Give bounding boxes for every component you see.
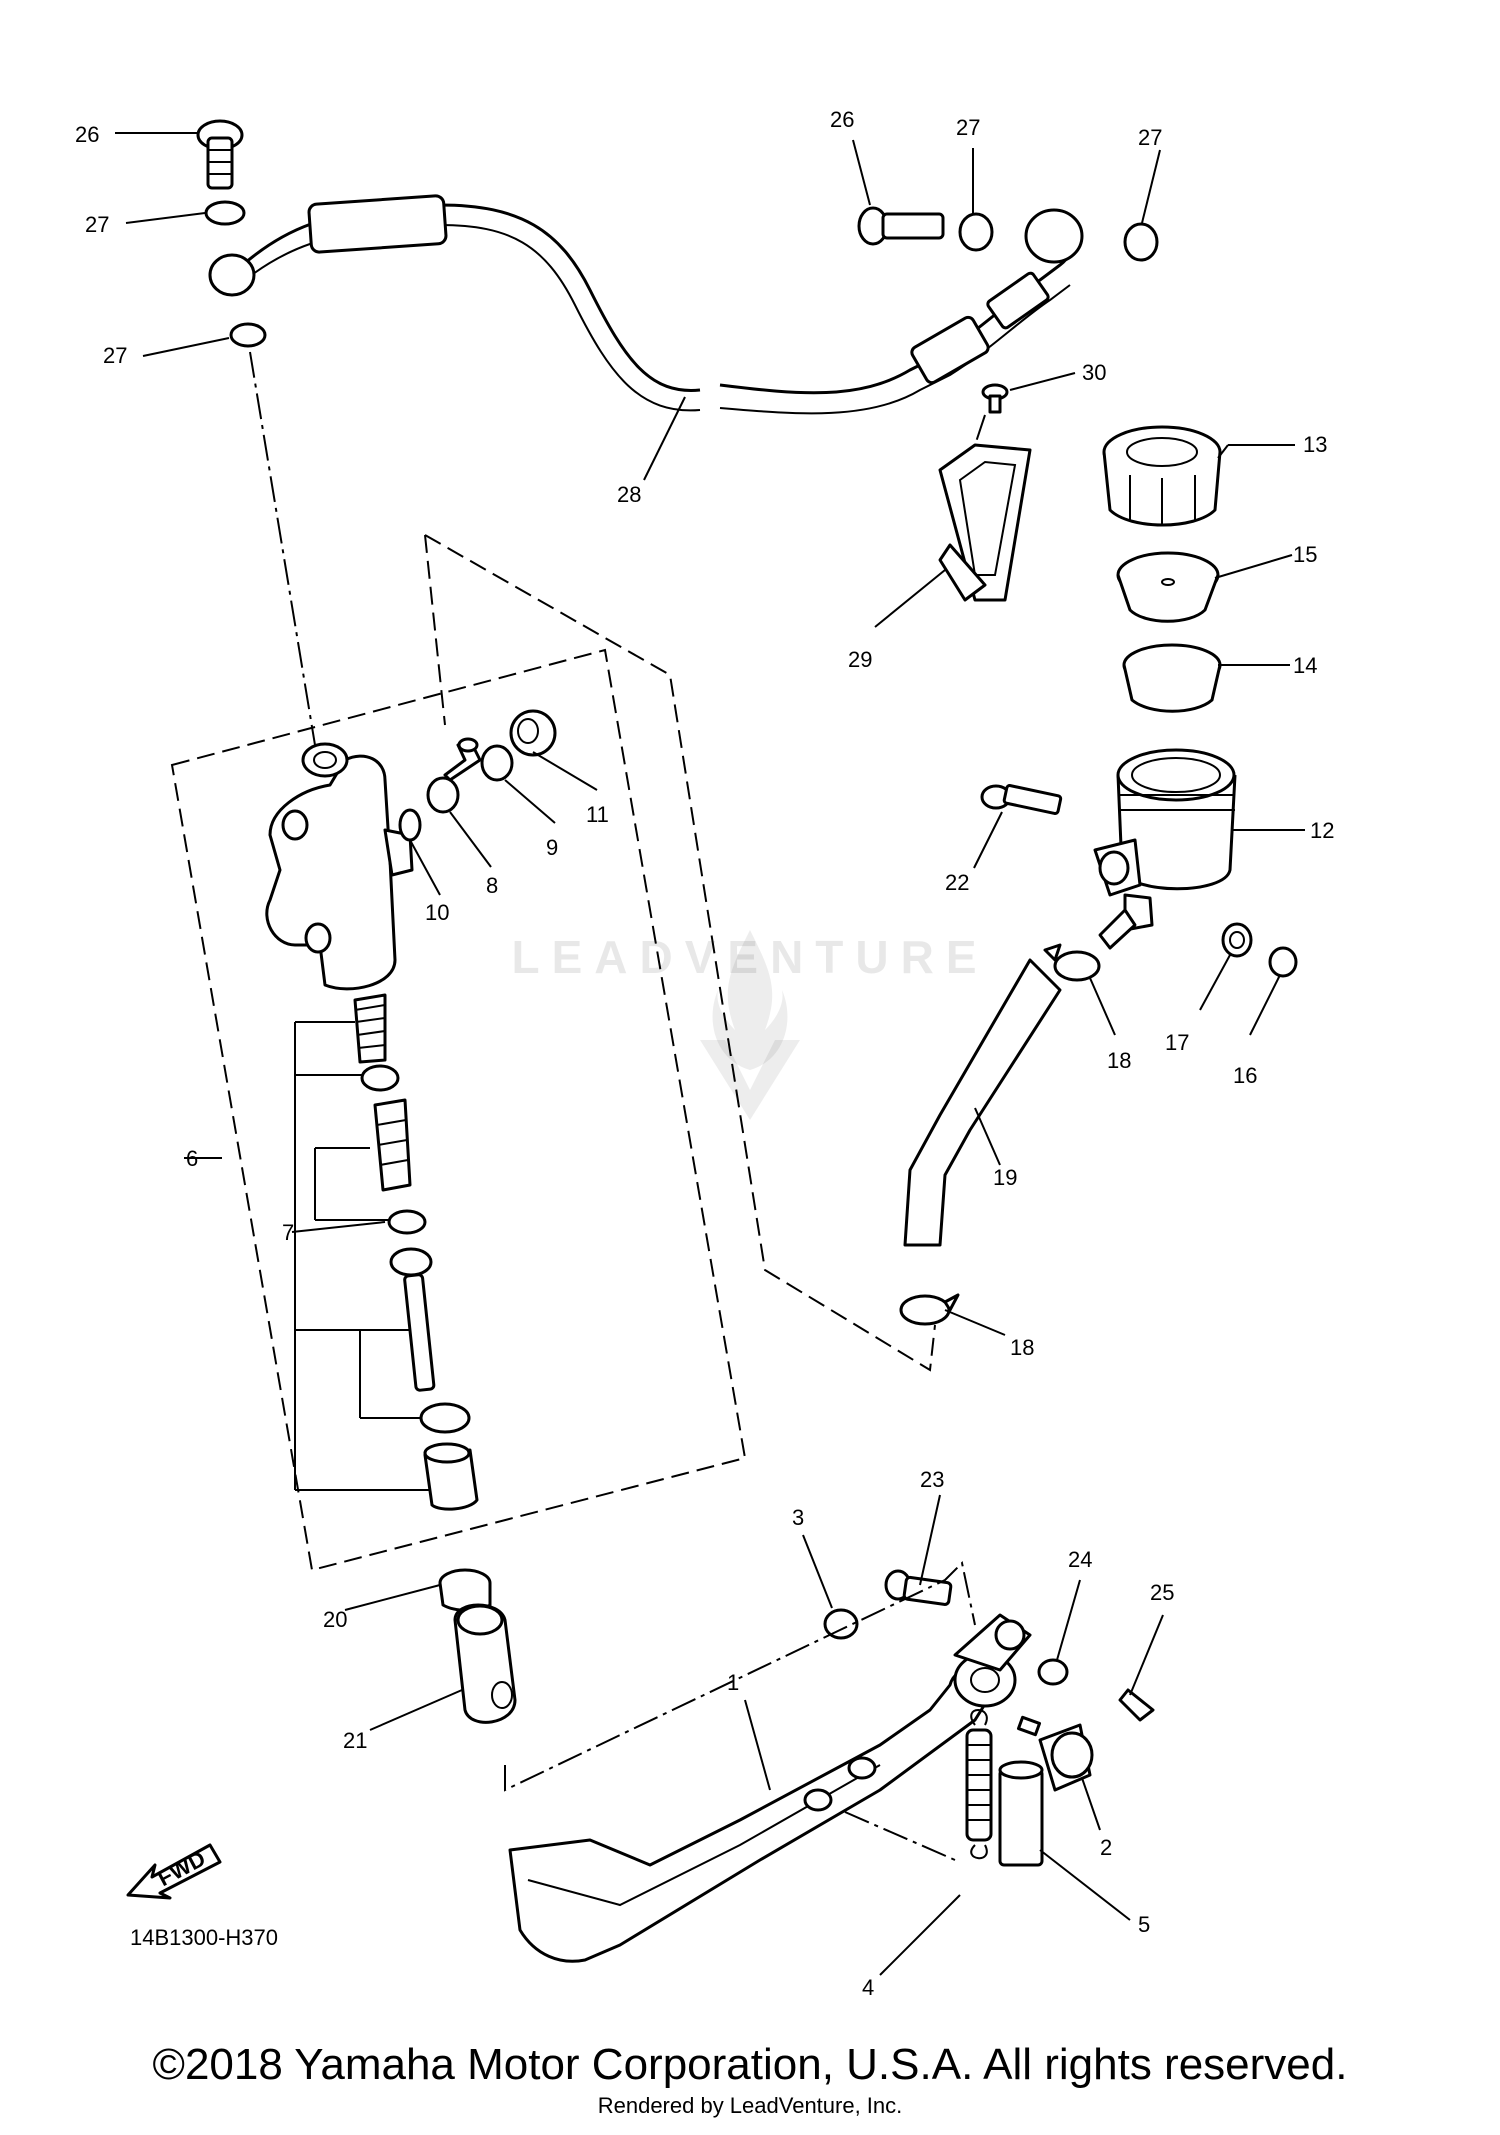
callout-7: 7 [282, 1220, 294, 1245]
callout-9: 9 [546, 835, 558, 860]
callout-17: 17 [1165, 1030, 1189, 1055]
callout-27-mid: 27 [956, 115, 980, 140]
reservoir-link-line-2 [424, 534, 446, 726]
washer-27b [229, 322, 267, 348]
cotter-pin-25 [1118, 1688, 1155, 1722]
callout-24: 24 [1068, 1547, 1092, 1572]
fwd-label: FWD [154, 1846, 210, 1892]
callout-27-upper-left: 27 [85, 212, 109, 237]
callout-1: 1 [727, 1670, 739, 1695]
banjo-fitting-right [1024, 208, 1084, 264]
callout-20: 20 [323, 1607, 347, 1632]
callout-18-upper: 18 [1107, 1048, 1131, 1073]
callout-22: 22 [945, 870, 969, 895]
callout-15: 15 [1293, 542, 1317, 567]
cap-16 [1268, 946, 1298, 978]
callout-13: 13 [1303, 432, 1327, 457]
pin-23 [884, 1569, 953, 1606]
reservoir-plate [1116, 551, 1220, 623]
pedal-link-line [504, 1560, 976, 1792]
washer-27c [958, 212, 994, 252]
callout-2: 2 [1100, 1835, 1112, 1860]
washer-27a [204, 200, 246, 226]
reservoir-hose [903, 958, 1062, 1247]
callout-6: 6 [186, 1146, 198, 1171]
hose-clip-18-lower [899, 1293, 960, 1326]
piston-kit [294, 993, 479, 1511]
shaft-2 [1016, 1715, 1094, 1792]
callout-8: 8 [486, 873, 498, 898]
spring-link-line [844, 1811, 956, 1861]
callout-28: 28 [617, 482, 641, 507]
banjo-bolt-top-left [196, 119, 244, 190]
callout-11: 11 [586, 802, 609, 827]
callout-4: 4 [862, 1975, 874, 2000]
grommet-17 [1221, 922, 1253, 958]
callout-16: 16 [1233, 1063, 1257, 1088]
reservoir-cap [1102, 425, 1222, 527]
callout-27-right: 27 [1138, 125, 1162, 150]
brake-hose [244, 194, 1073, 415]
callout-14: 14 [1293, 653, 1317, 678]
callout-10: 10 [425, 900, 449, 925]
rendered-by-notice: Rendered by LeadVenture, Inc. [597, 2093, 903, 2118]
callout-18-lower: 18 [1010, 1335, 1034, 1360]
return-spring-4 [965, 1709, 993, 1860]
clevis-21 [453, 1603, 517, 1724]
washer-27d [1123, 222, 1159, 262]
master-cylinder-body [265, 742, 414, 991]
leadventure-watermark-icon [700, 930, 800, 1120]
hose-link-line [249, 351, 316, 746]
screw-30 [981, 383, 1009, 414]
brake-pedal [508, 1613, 1032, 1963]
union-joint-8 [426, 737, 482, 814]
banjo-bolt-top-right [857, 206, 945, 246]
callout-26-right: 26 [830, 107, 854, 132]
callout-27-lower-left: 27 [103, 343, 127, 368]
callout-19: 19 [993, 1165, 1017, 1190]
banjo-fitting-left [208, 253, 256, 297]
callout-3: 3 [792, 1505, 804, 1530]
master-cylinder-assembly-box [170, 648, 747, 1572]
forward-arrow-icon: FWD [126, 1843, 222, 1900]
oring-10 [398, 808, 422, 842]
reservoir-tank [1093, 748, 1237, 950]
callout-21: 21 [343, 1728, 367, 1753]
reservoir-diaphragm [1122, 643, 1222, 713]
hose-guide-bracket [938, 443, 1032, 602]
screw-link-line [974, 414, 986, 446]
hose-clip-18-upper [1043, 943, 1101, 982]
leader-lines [115, 132, 1305, 1976]
locknut-20 [438, 1568, 492, 1612]
copyright-notice: ©2018 Yamaha Motor Corporation, U.S.A. A… [152, 2040, 1348, 2089]
callout-29: 29 [848, 647, 872, 672]
spacer-5 [998, 1760, 1044, 1867]
callout-23: 23 [920, 1467, 944, 1492]
callout-12: 12 [1310, 818, 1334, 843]
circlip-9 [480, 744, 514, 782]
callout-26-left: 26 [75, 122, 99, 147]
grommet-11 [509, 709, 557, 757]
washer-3 [823, 1608, 859, 1640]
callout-30: 30 [1082, 360, 1106, 385]
callout-5: 5 [1138, 1912, 1150, 1937]
washer-24 [1037, 1658, 1069, 1686]
leadventure-watermark: LEADVENTURE [511, 931, 989, 983]
bolt-22 [980, 784, 1063, 815]
callout-25: 25 [1150, 1580, 1174, 1605]
diagram-code: 14B1300-H370 [130, 1925, 278, 1950]
reservoir-link-line [424, 534, 936, 1372]
